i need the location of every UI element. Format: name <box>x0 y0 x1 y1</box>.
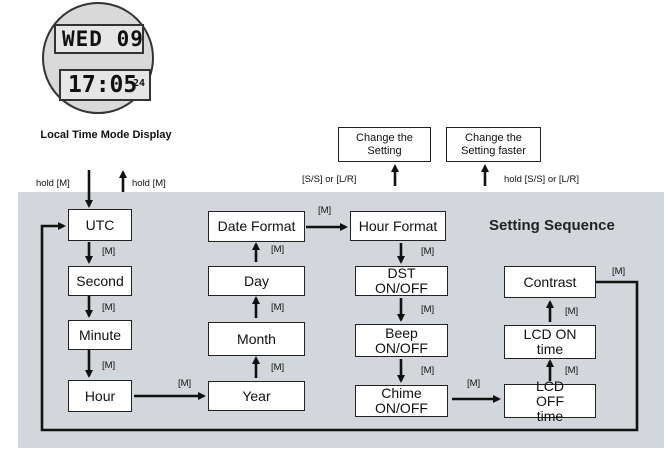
m-label: [M] <box>318 205 332 216</box>
hold-m-label-right: hold [M] <box>132 178 166 189</box>
watch-top-display <box>54 24 144 54</box>
m-label: [M] <box>421 246 435 257</box>
hour-box: Hour <box>68 380 132 412</box>
m-label: [M] <box>271 302 285 313</box>
m-label: [M] <box>565 365 579 376</box>
beep-box: Beep ON/OFF <box>355 324 448 357</box>
change-setting-box: Change the Setting <box>338 127 431 162</box>
hour-format-box: Hour Format <box>350 211 446 241</box>
m-label: [M] <box>102 302 116 313</box>
ss-or-lr-label: [S/S] or [L/R] <box>302 174 357 185</box>
day-box: Day <box>208 266 305 296</box>
utc-box: UTC <box>68 209 132 241</box>
m-label: [M] <box>271 362 285 373</box>
m-label: [M] <box>271 244 285 255</box>
change-setting-faster-box: Change the Setting faster <box>446 127 541 162</box>
m-label: [M] <box>102 360 116 371</box>
month-box: Month <box>208 322 305 356</box>
lcd-on-time-box: LCD ON time <box>504 325 596 359</box>
m-label: [M] <box>467 378 481 389</box>
watch-seconds: 24 <box>133 78 146 89</box>
m-label: [M] <box>178 378 192 389</box>
setting-sequence-title: Setting Sequence <box>489 217 615 234</box>
m-label: [M] <box>565 306 579 317</box>
lcd-off-time-box: LCD OFF time <box>504 378 596 423</box>
date-format-box: Date Format <box>208 211 305 242</box>
year-box: Year <box>208 381 305 411</box>
hold-m-label-left: hold [M] <box>36 178 70 189</box>
chime-box: Chime ON/OFF <box>355 385 448 417</box>
contrast-box: Contrast <box>504 266 596 298</box>
hold-ss-or-lr-label: hold [S/S] or [L/R] <box>504 174 579 185</box>
m-label: [M] <box>421 304 435 315</box>
watch-bottom-display <box>59 69 151 101</box>
m-label: [M] <box>102 246 116 257</box>
m-label: [M] <box>612 266 626 277</box>
second-box: Second <box>68 266 132 296</box>
minute-box: Minute <box>68 320 132 350</box>
watch-day-date: WED 09 <box>62 27 144 51</box>
m-label: [M] <box>421 365 435 376</box>
watch-time: 17:05 <box>68 72 138 98</box>
watch-caption: Local Time Mode Display <box>40 129 172 141</box>
dst-box: DST ON/OFF <box>355 266 448 296</box>
